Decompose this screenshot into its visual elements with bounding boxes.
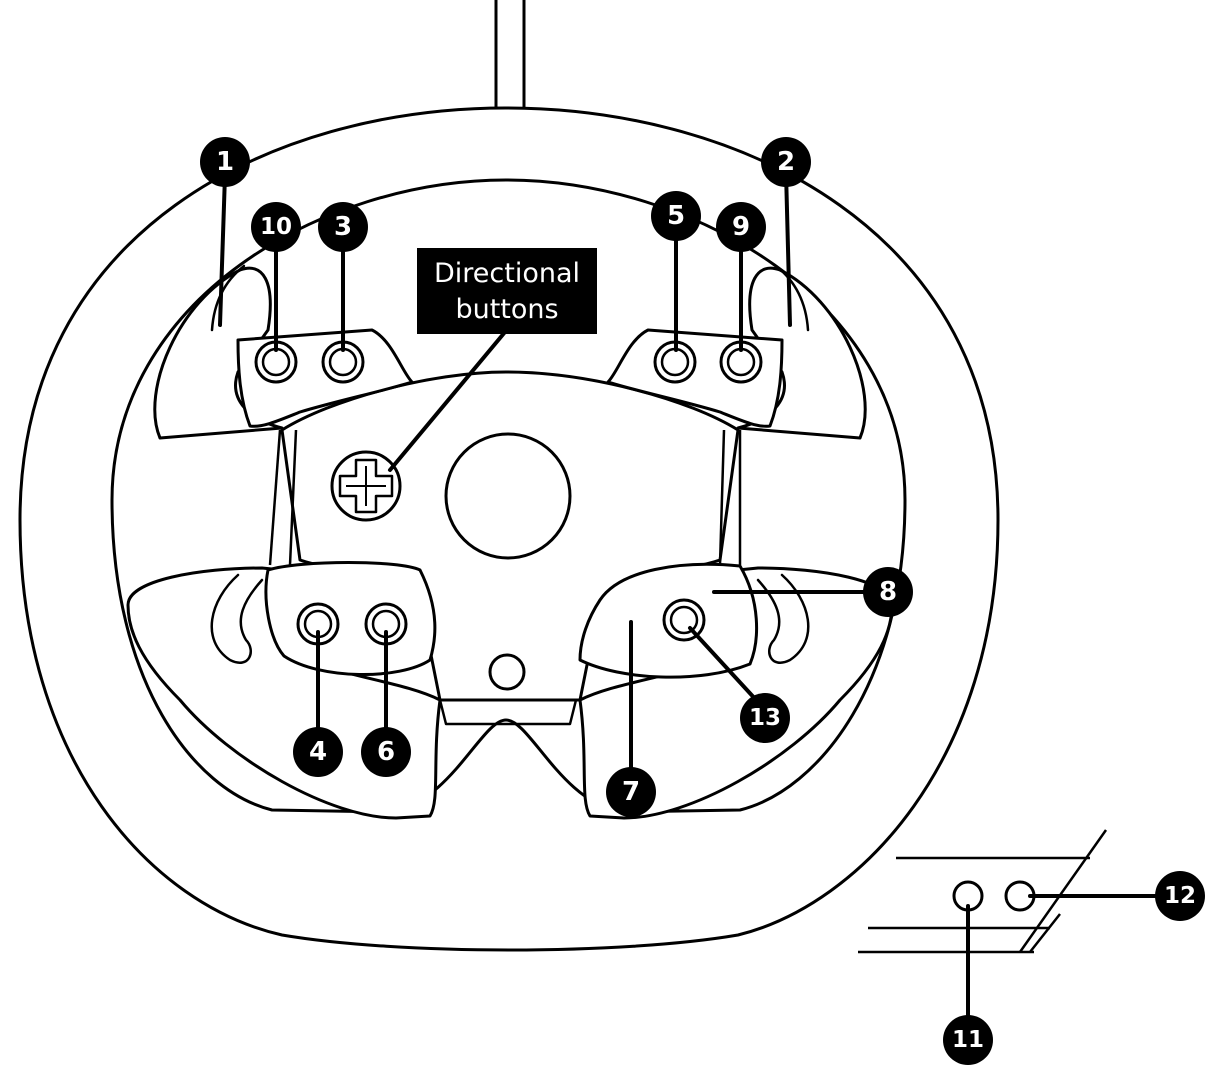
callout-6: 6 xyxy=(361,727,411,777)
svg-text:2: 2 xyxy=(777,147,795,177)
callout-12: 12 xyxy=(1155,871,1205,921)
dpad-cross-icon[interactable] xyxy=(330,450,402,522)
svg-text:11: 11 xyxy=(952,1027,984,1053)
hub-center-hole xyxy=(444,432,572,560)
lower-right-grip xyxy=(578,566,894,820)
svg-text:12: 12 xyxy=(1164,883,1196,909)
side-panel-detail xyxy=(858,829,1108,954)
svg-text:6: 6 xyxy=(377,737,395,767)
svg-text:9: 9 xyxy=(732,212,750,242)
bottom-spoke xyxy=(438,698,578,726)
directional-buttons-label: Directional buttons xyxy=(417,248,597,334)
left-spoke-line-2 xyxy=(288,429,298,566)
hub-bottom-hole xyxy=(488,653,526,691)
left-spoke-line xyxy=(268,429,282,566)
lower-left-notch xyxy=(210,573,264,664)
right-paddle xyxy=(774,264,810,332)
svg-text:1: 1 xyxy=(216,147,234,177)
leader-directional xyxy=(388,330,507,472)
svg-text:3: 3 xyxy=(334,212,352,242)
svg-text:10: 10 xyxy=(260,214,292,240)
svg-text:7: 7 xyxy=(622,777,640,807)
callout-7: 7 xyxy=(606,767,656,817)
leader-2 xyxy=(784,170,792,327)
callout-9: 9 xyxy=(716,202,766,252)
callout-11: 11 xyxy=(943,1015,993,1065)
leader-13 xyxy=(688,626,760,704)
callout-3: 3 xyxy=(318,202,368,252)
callout-13: 13 xyxy=(740,693,790,743)
callout-2: 2 xyxy=(761,137,811,187)
right-spoke-line xyxy=(718,429,726,566)
callout-10: 10 xyxy=(251,202,301,252)
svg-text:8: 8 xyxy=(879,577,897,607)
lower-left-button-housing xyxy=(264,561,437,677)
svg-text:5: 5 xyxy=(667,201,685,231)
callout-4: 4 xyxy=(293,727,343,777)
directional-label-line2: buttons xyxy=(455,294,558,325)
callout-8: 8 xyxy=(863,567,913,617)
leader-1 xyxy=(218,173,227,327)
lower-right-notch xyxy=(756,573,810,664)
callout-5: 5 xyxy=(651,191,701,241)
svg-text:4: 4 xyxy=(309,737,327,767)
svg-text:13: 13 xyxy=(749,705,781,731)
callout-1: 1 xyxy=(200,137,250,187)
directional-label-line1: Directional xyxy=(434,258,580,289)
